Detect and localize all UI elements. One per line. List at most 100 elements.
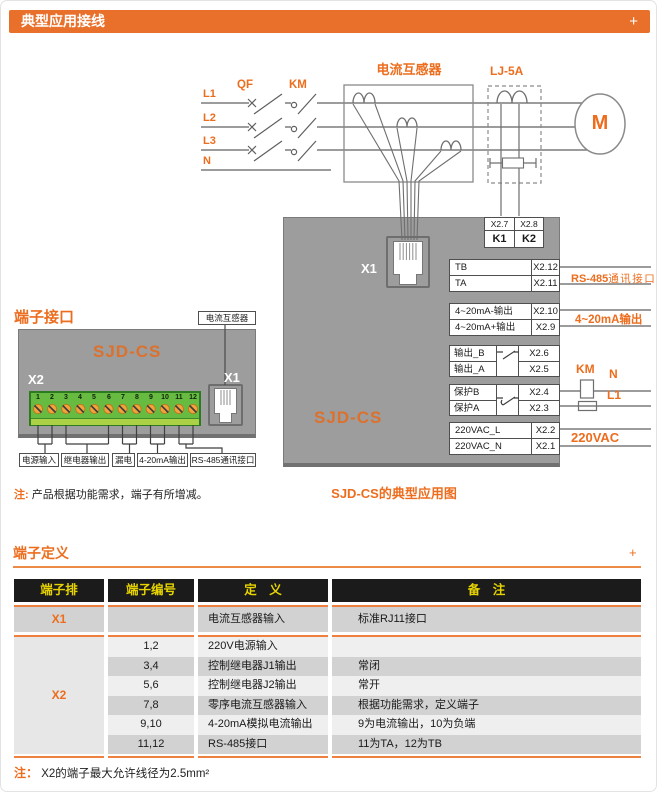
block-output-relay: 输出_B X2.6 输出_A X2.5: [449, 345, 560, 377]
zct-burden-resistor-icon: [501, 157, 525, 169]
defs-title: 端子定义: [13, 545, 69, 561]
block-label: 220VAC_L: [455, 425, 501, 436]
block-pin: X2.4: [529, 387, 549, 398]
block-label: 保护A: [450, 400, 496, 415]
defs-title-rule: [13, 566, 641, 568]
block-pin: X2.11: [531, 276, 559, 291]
group-label-ma: 4-20mA输出: [137, 453, 188, 467]
terminal-number: 6: [107, 394, 111, 401]
pin-key: K2: [514, 230, 543, 247]
group-label-relay: 继电器输出: [61, 453, 109, 467]
terminal-number: 7: [121, 394, 125, 401]
relay-contact-icon: [496, 346, 519, 376]
block-label: 220VAC_N: [455, 441, 502, 452]
terminal-number: 5: [92, 394, 96, 401]
panel-title: 端子接口: [14, 309, 75, 326]
motor-label: M: [591, 112, 609, 134]
cell-definition: RS-485接口: [198, 734, 328, 754]
block-label: 输出_A: [450, 361, 496, 376]
block-pin: X2.2: [531, 423, 559, 438]
x2-label: X2: [28, 372, 44, 387]
defs-expand-icon[interactable]: +: [629, 545, 637, 560]
device-name-right: SJD-CS: [314, 408, 383, 427]
note-text: 产品根据功能需求，端子有所增减。: [31, 489, 208, 501]
zct-terminal-box: X2.7 X2.8 K1 K2: [484, 217, 544, 248]
terminal-number: 2: [50, 394, 54, 401]
x1-label-left: X1: [224, 370, 240, 385]
ct-callout-box: 电流互感器: [198, 311, 256, 325]
col-header: 端子编号: [108, 579, 194, 602]
terminal-strip-x2: 1 2 3 4 5 6 7 8 9 10 11 12: [29, 391, 201, 426]
rj11-plug-tab: [399, 274, 417, 285]
terminal-number: 12: [189, 394, 197, 401]
zct-coil-icon: [496, 90, 528, 104]
cell-number: 7,8: [108, 695, 194, 715]
col-header: 定 义: [198, 579, 328, 602]
block-pin: X2.9: [531, 320, 559, 335]
bank-x1: X1: [14, 605, 104, 632]
x1-label-right: X1: [361, 261, 377, 276]
contactor-km-icon: [290, 93, 317, 162]
vac-annotation: 220VAC: [571, 430, 620, 445]
panel-note: 注: 产品根据功能需求，端子有所增减。: [14, 486, 208, 502]
table-bottom-rule: [198, 756, 328, 758]
l1-label: L1: [607, 388, 622, 402]
col-header: 备 注: [332, 579, 641, 602]
cell-number: 3,4: [108, 656, 194, 676]
block-label: 输出_B: [454, 348, 485, 359]
phase-label-l1: L1: [203, 88, 216, 100]
rj11-plug-body: [393, 241, 423, 275]
zct-box-outline: [487, 85, 542, 184]
zct-wires: [489, 104, 537, 216]
note-prefix: 注:: [14, 489, 29, 501]
rj11-plug-body: [214, 388, 237, 414]
terminal-number: 8: [135, 394, 139, 401]
breaker-qf-icon: [247, 93, 283, 162]
section-header-wiring: 典型应用接线 +: [9, 10, 650, 33]
terminal-number: 10: [161, 394, 169, 401]
cell-definition: 220V电源输入: [198, 635, 328, 657]
phase-lines: [201, 102, 601, 171]
block-label: 4~20mA+输出: [455, 322, 516, 333]
ct-coil-icon: [352, 92, 462, 151]
cell-definition: 控制继电器J2输出: [198, 676, 328, 696]
block-protect-relay: 保护B X2.4 保护A X2.3: [449, 384, 560, 416]
block-label: TB: [455, 262, 468, 273]
terminal-number: 9: [149, 394, 153, 401]
device-name-left: SJD-CS: [93, 342, 162, 361]
expand-icon[interactable]: +: [629, 13, 638, 30]
ma-output-annotation: 4~20mA输出: [575, 314, 643, 326]
block-exit-lines: [560, 266, 651, 447]
pin-key: K1: [485, 230, 514, 247]
note-text: X2的端子最大允许线径为2.5mm²: [41, 768, 210, 780]
terminal-number: 11: [175, 394, 183, 401]
cell-number: [108, 605, 194, 632]
km-coil-label: KM: [576, 362, 595, 376]
group-label-leak: 漏电: [112, 453, 135, 467]
cell-number: 9,10: [108, 715, 194, 735]
table-bottom-rule: [14, 756, 104, 758]
cell-remark: 根据功能需求，定义端子: [332, 695, 641, 715]
breaker-label: QF: [237, 79, 253, 91]
terminal-number: 4: [78, 394, 82, 401]
note-prefix: 注：: [14, 766, 39, 780]
block-pin: X2.10: [531, 304, 559, 319]
terminal-number: 3: [64, 394, 68, 401]
terminal-number: 1: [36, 394, 40, 401]
phase-label-l3: L3: [203, 135, 216, 147]
defs-note: 注： X2的端子最大允许线径为2.5mm²: [14, 764, 209, 781]
rs485-annotation-rest: 通讯接口: [608, 273, 657, 285]
cell-remark: 常开: [332, 676, 641, 696]
block-pin: X2.6: [529, 348, 549, 359]
definitions-table: 端子排 端子编号 定 义 备 注 X1 电流互感器输入 标准RJ11接口 X2 …: [14, 579, 641, 758]
cell-remark: 11为TA，12为TB: [332, 734, 641, 754]
rj11-plug-tab: [219, 413, 232, 423]
cell-definition: 电流互感器输入: [198, 605, 328, 632]
relay-contact-icon: [496, 385, 519, 415]
group-label-rs485: RS-485通讯接口: [190, 453, 256, 467]
cell-remark: 9为电流输出，10为负端: [332, 715, 641, 735]
block-pin: X2.5: [519, 361, 559, 376]
